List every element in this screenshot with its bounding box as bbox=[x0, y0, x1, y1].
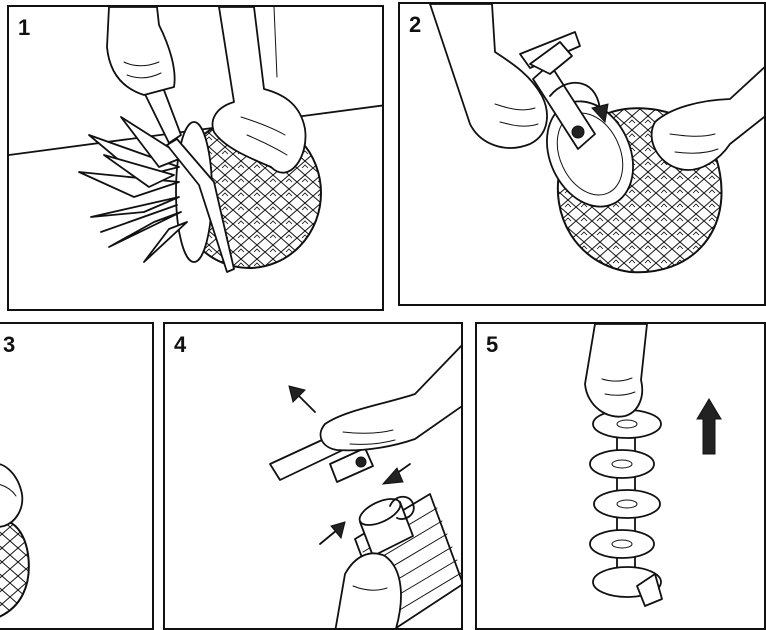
cut-top-illustration bbox=[9, 7, 384, 311]
remove-spiral-illustration bbox=[477, 324, 766, 630]
step-3-panel: 3 bbox=[0, 322, 154, 630]
step-number: 3 bbox=[3, 332, 15, 358]
step-2-panel: 2 bbox=[398, 2, 766, 306]
step-number: 5 bbox=[486, 332, 498, 358]
twist-illustration bbox=[0, 324, 154, 630]
detach-handle-illustration bbox=[165, 324, 463, 630]
step-number: 1 bbox=[18, 15, 30, 41]
step-number: 2 bbox=[409, 12, 421, 38]
step-5-panel: 5 bbox=[475, 322, 766, 630]
step-1-panel: 1 bbox=[7, 5, 384, 311]
step-number: 4 bbox=[174, 332, 186, 358]
step-4-panel: 4 bbox=[163, 322, 463, 630]
insert-slicer-illustration bbox=[400, 4, 766, 306]
